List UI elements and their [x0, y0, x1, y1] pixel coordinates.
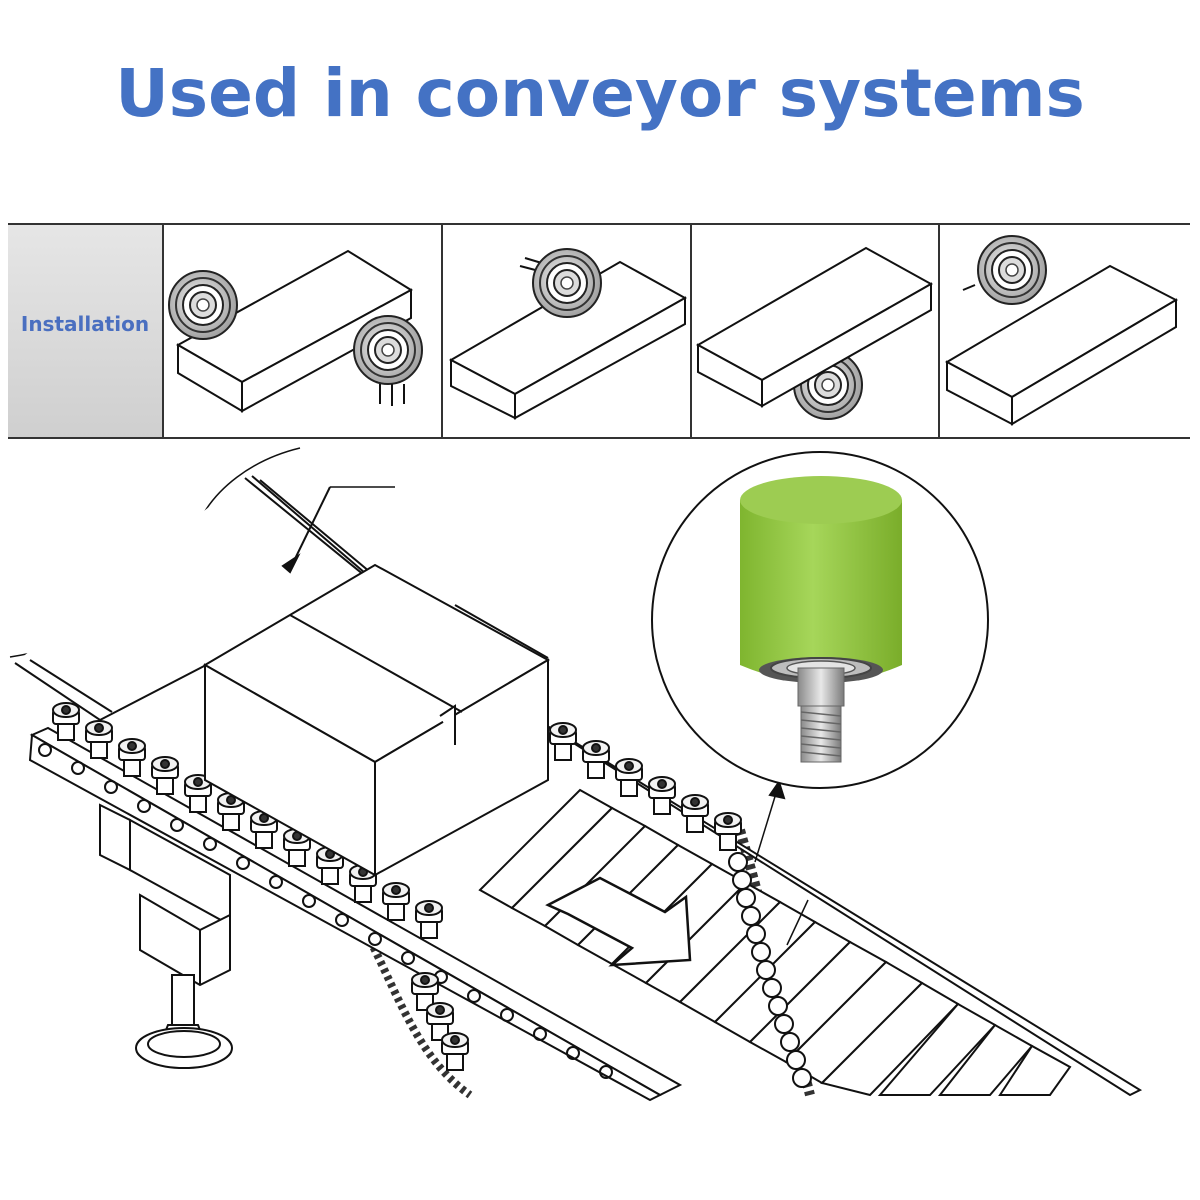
- installation-label-cell: [8, 224, 163, 438]
- installation-table: [8, 223, 1190, 439]
- conveyor-scene: [9, 447, 1143, 1102]
- near-rail: [28, 726, 683, 1102]
- ball-bearing-icon: [532, 248, 602, 318]
- cardboard-box: [203, 563, 551, 877]
- roller-chain: [728, 852, 812, 1088]
- install-option-1: [168, 249, 423, 413]
- installation-label: Installation: [20, 312, 150, 336]
- install-option-3: [695, 246, 934, 420]
- install-option-2: [448, 248, 688, 420]
- roller-detail-callout: [651, 451, 989, 789]
- ball-bearing-icon: [977, 235, 1047, 305]
- support-leg: [99, 803, 233, 1069]
- ball-bearing-icon: [168, 270, 238, 340]
- page-title: Used in conveyor systems: [115, 55, 1085, 132]
- green-polyurethane-roller: [740, 476, 902, 763]
- direction-arrow: [545, 876, 692, 967]
- rail-holes: [38, 743, 613, 1079]
- ball-bearing-icon: [353, 315, 423, 385]
- install-option-4: [944, 235, 1179, 426]
